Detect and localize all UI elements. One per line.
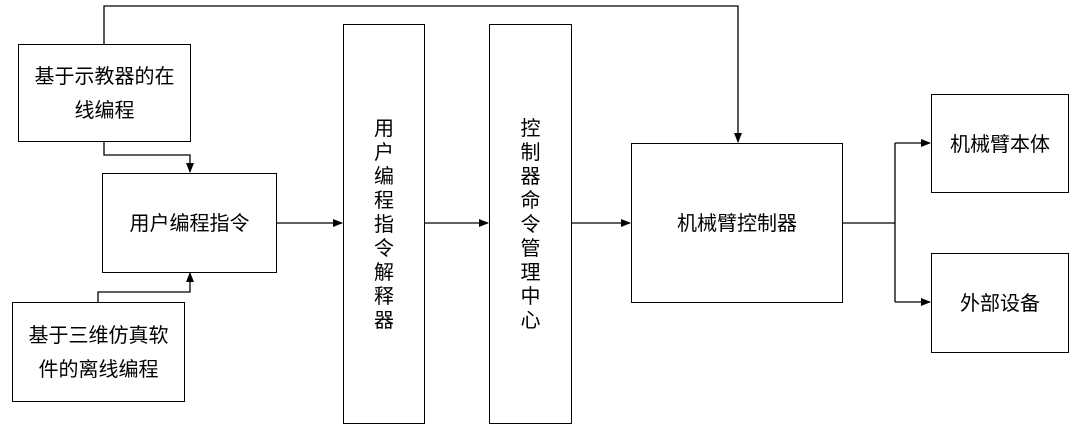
interpreter-node: 用户编程指令解释器 <box>343 24 425 424</box>
arm-controller-label: 机械臂控制器 <box>677 211 797 235</box>
online-programming-node: 基于示教器的在线编程 <box>18 44 191 142</box>
arm-body-node: 机械臂本体 <box>931 94 1069 193</box>
external-devices-node: 外部设备 <box>931 253 1069 353</box>
user-instruction-label: 用户编程指令 <box>129 211 250 235</box>
command-center-node: 控制器命令管理中心 <box>489 24 572 424</box>
command-center-label: 控制器命令管理中心 <box>520 116 541 332</box>
interpreter-label: 用户编程指令解释器 <box>374 116 394 332</box>
arm-controller-node: 机械臂控制器 <box>631 143 843 303</box>
arm-body-label: 机械臂本体 <box>950 131 1050 156</box>
edge-offline-to-instruction <box>97 272 194 302</box>
offline-programming-node: 基于三维仿真软件的离线编程 <box>12 302 185 402</box>
online-programming-label: 基于示教器的在线编程 <box>34 64 175 122</box>
external-devices-label: 外部设备 <box>960 291 1040 315</box>
edge-online-to-instruction <box>103 142 194 173</box>
edge-online-to-arm-controller <box>103 5 742 143</box>
user-instruction-node: 用户编程指令 <box>102 173 277 273</box>
offline-programming-label: 基于三维仿真软件的离线编程 <box>28 323 169 381</box>
